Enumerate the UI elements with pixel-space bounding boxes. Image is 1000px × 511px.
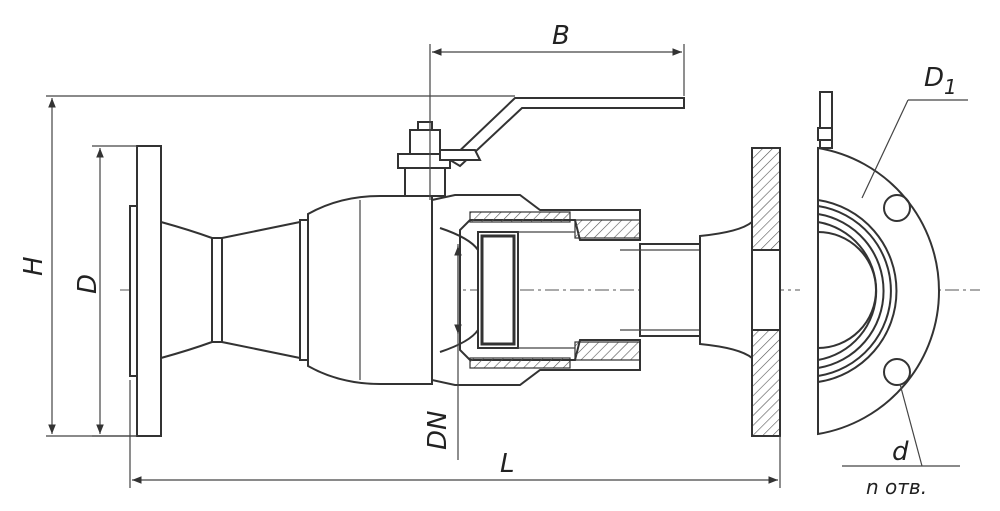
stem-assembly xyxy=(397,121,451,197)
section-cutaway xyxy=(431,194,641,386)
right-pipe xyxy=(620,219,753,361)
handle-lever xyxy=(439,97,685,168)
label-D: D xyxy=(73,274,103,294)
label-DN: DN xyxy=(423,411,453,450)
label-B: B xyxy=(552,21,570,51)
valve-body xyxy=(307,195,433,385)
label-L: L xyxy=(500,449,515,479)
dimension-B xyxy=(429,44,685,200)
label-d: d xyxy=(892,437,909,467)
label-H: H xyxy=(19,256,49,276)
leader-D1 xyxy=(861,99,968,199)
dimension-L xyxy=(129,380,781,488)
label-n-holes: n отв. xyxy=(866,475,927,499)
end-view-flange xyxy=(817,91,940,436)
label-D1: D1 xyxy=(924,63,957,99)
left-flange xyxy=(129,145,162,437)
right-flange xyxy=(751,147,781,437)
leader-holes xyxy=(842,383,960,467)
left-hub xyxy=(160,219,309,361)
